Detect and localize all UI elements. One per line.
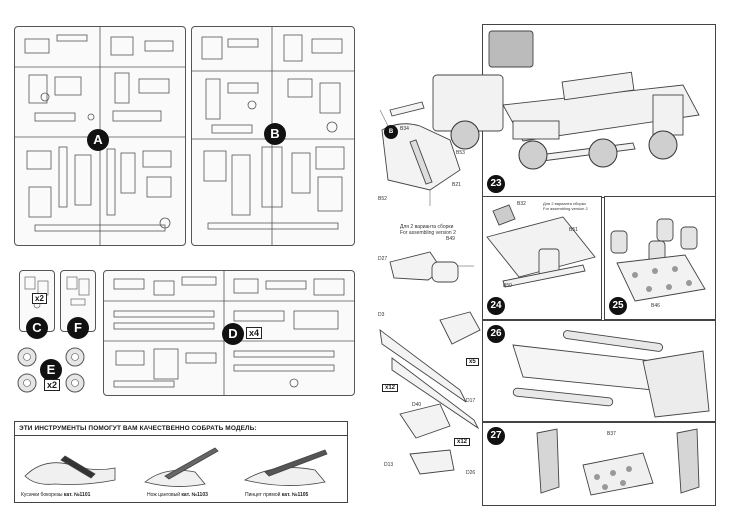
sprue-a-letter: A xyxy=(87,129,109,151)
sprue-a-parts-drawing xyxy=(15,27,185,245)
sprue-c-frame: x2 C xyxy=(19,270,55,339)
sprue-b-frame: B xyxy=(191,26,355,246)
version-note-ru: Для 2 варианта сборки xyxy=(400,224,454,230)
step-25-badge: 25 xyxy=(609,297,627,315)
tool-2-name: Нож цанговый xyxy=(147,492,181,498)
step-23-truck-drawing xyxy=(432,30,700,170)
version-note-en: For assembling version 2 xyxy=(400,230,456,236)
step-25-panel: B46 25 xyxy=(604,196,716,320)
sprue-e-wheel-drawing xyxy=(17,347,85,393)
callout-b34: B34 xyxy=(400,126,409,132)
step-24-version-note-ru: Для 2 варианта сборки xyxy=(543,201,586,206)
sprue-b-letter: B xyxy=(264,123,286,145)
sprue-d-multiplier: x4 xyxy=(246,327,263,339)
callout-b21: B21 xyxy=(452,182,461,188)
multiplier-x12-a: x12 xyxy=(382,384,399,392)
sprue-b-parts-drawing xyxy=(192,27,354,245)
step-27-mudguards-drawing xyxy=(536,428,700,496)
multiplier-x12-b: x12 xyxy=(454,438,471,446)
sprue-d-letter: D xyxy=(222,323,244,345)
sprue-e-wheels: E x2 xyxy=(17,345,97,395)
step-27-badge: 27 xyxy=(487,427,505,445)
step-24-version-note-en: For assembling version 2 xyxy=(543,206,588,211)
callout-b49: B49 xyxy=(446,236,455,242)
step-25-callout-b46: B46 xyxy=(651,303,660,309)
callout-d13: D13 xyxy=(384,462,394,468)
recommended-tools-box: ЭТИ ИНСТРУМЕНТЫ ПОМОГУТ ВАМ КАЧЕСТВЕННО … xyxy=(14,421,348,503)
tool-3-cat: кат. №1105 xyxy=(281,492,309,498)
step-27-panel: B37 27 xyxy=(482,422,716,506)
sprue-e-letter: E xyxy=(40,359,62,381)
step-24-panel: B32 B51 B50 Для 2 варианта сборки For as… xyxy=(482,196,602,320)
callout-d27: D27 xyxy=(378,256,388,262)
step-24-callout-b50: B50 xyxy=(503,283,512,289)
callout-d40: D40 xyxy=(412,402,422,408)
sprue-a-frame: A xyxy=(14,26,186,246)
callout-b34-badge: B xyxy=(384,125,398,139)
callout-b52: B52 xyxy=(378,196,387,202)
tools-illustration xyxy=(24,447,328,487)
callout-d3: D3 xyxy=(378,312,385,318)
sprue-e-multiplier: x2 xyxy=(44,379,61,391)
step-25-wheels-drawing xyxy=(610,218,706,302)
step-23-panel: 23 xyxy=(432,24,716,198)
tool-1-caption: Кусачки бокорезы кат. №1101 xyxy=(21,492,90,498)
sprue-c-letter: C xyxy=(26,317,48,339)
callout-d17: D17 xyxy=(466,398,476,404)
step-26-badge: 26 xyxy=(487,325,505,343)
step-27-callout-b37: B37 xyxy=(607,431,616,437)
sprue-f-letter: F xyxy=(67,317,89,339)
callout-d26: D26 xyxy=(466,470,476,476)
multiplier-x5: x5 xyxy=(466,358,479,366)
step-26-axles-drawing xyxy=(512,330,710,418)
step-26-panel: 26 xyxy=(482,320,716,422)
step-24-badge: 24 xyxy=(487,297,505,315)
step-24-callout-b51: B51 xyxy=(569,227,578,233)
tool-2-cat: кат. №1103 xyxy=(181,492,208,498)
step-24-chassis-drawing xyxy=(486,204,596,288)
step-24-callout-b32: B32 xyxy=(517,201,526,207)
tool-1-name: Кусачки бокорезы xyxy=(21,492,63,498)
callout-b53: B53 xyxy=(456,150,465,156)
tool-3-caption: Пинцет прямой кат. №1105 xyxy=(245,492,308,498)
tool-1-cat: кат. №1101 xyxy=(63,492,91,498)
left-column-assembly-drawing xyxy=(379,101,481,475)
sprue-f-parts-drawing xyxy=(66,276,90,306)
step-23-badge: 23 xyxy=(487,175,505,193)
sprue-f-frame: F xyxy=(60,270,96,339)
tool-3-name: Пинцет прямой xyxy=(245,492,281,498)
sprue-d-frame: D x4 xyxy=(103,270,355,396)
tools-title: ЭТИ ИНСТРУМЕНТЫ ПОМОГУТ ВАМ КАЧЕСТВЕННО … xyxy=(15,422,347,436)
sprue-c-multiplier: x2 xyxy=(32,293,47,304)
tool-2-caption: Нож цанговый кат. №1103 xyxy=(147,492,208,498)
